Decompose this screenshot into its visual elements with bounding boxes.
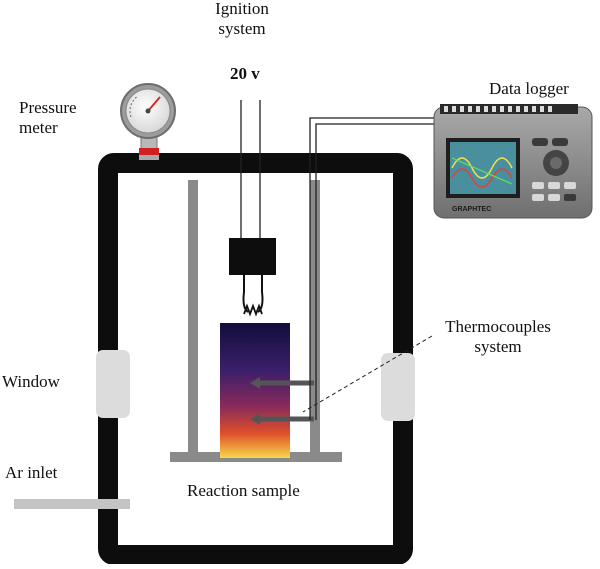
data-logger-device: GRAPHTEC [433,104,593,219]
ignition-system-label: Ignition system [205,0,279,39]
pressure-meter [120,83,176,160]
thermocouples-label-line2: system [474,337,522,356]
pressure-label-line2: meter [19,118,58,137]
ignition-label-line2: system [218,19,266,38]
data-logger-label: Data logger [489,79,569,98]
thermocouple-probes [250,377,314,425]
thermocouples-label-line1: Thermocouples [445,317,551,336]
reaction-sample-block [220,323,290,458]
left-window [96,350,130,418]
ignition-label-line1: Ignition [215,0,269,18]
ignition-head [229,238,276,317]
ar-inlet-pipe [14,499,130,509]
thermocouples-system-label: Thermocouples system [430,317,566,357]
logger-screen [450,142,516,194]
logger-brand-text: GRAPHTEC [452,206,491,213]
ar-inlet-label: Ar inlet [5,463,58,482]
pressure-label-line1: Pressure [19,98,77,117]
right-window [381,353,415,421]
thermocouple-wires [309,117,440,420]
voltage-label: 20 v [230,64,260,83]
pressure-meter-label: Pressure meter [19,98,77,138]
reaction-sample-label: Reaction sample [187,481,300,500]
window-label: Window [2,372,60,391]
thermocouples-pointer-line [302,335,433,413]
